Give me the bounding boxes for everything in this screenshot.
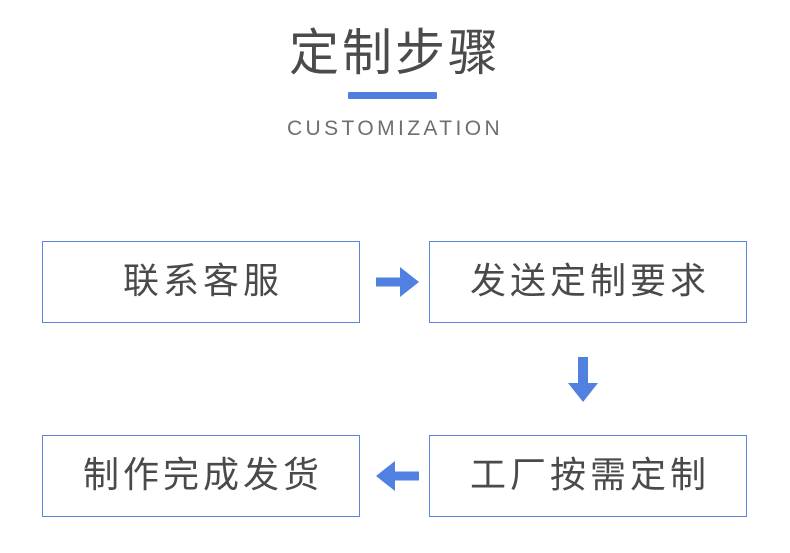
step-label-produce-and-ship: 制作完成发货: [82, 455, 323, 496]
step-box-send-requirements[interactable]: 发送定制要求: [429, 241, 747, 323]
page-title: 定制步骤: [289, 24, 501, 82]
arrow-right-icon: [376, 262, 420, 302]
page-subtitle: CUSTOMIZATION: [286, 117, 504, 140]
step-label-send-requirements: 发送定制要求: [469, 261, 710, 302]
arrow-left-icon: [376, 456, 420, 496]
title-divider: [348, 92, 437, 99]
step-box-produce-and-ship[interactable]: 制作完成发货: [42, 435, 360, 517]
arrow-down-icon: [563, 357, 603, 403]
step-box-factory-customize[interactable]: 工厂按需定制: [429, 435, 747, 517]
step-label-contact-support: 联系客服: [122, 261, 283, 302]
header-section: 定制步骤 CUSTOMIZATION: [0, 0, 790, 160]
step-box-contact-support[interactable]: 联系客服: [42, 241, 360, 323]
step-label-factory-customize: 工厂按需定制: [469, 455, 710, 496]
